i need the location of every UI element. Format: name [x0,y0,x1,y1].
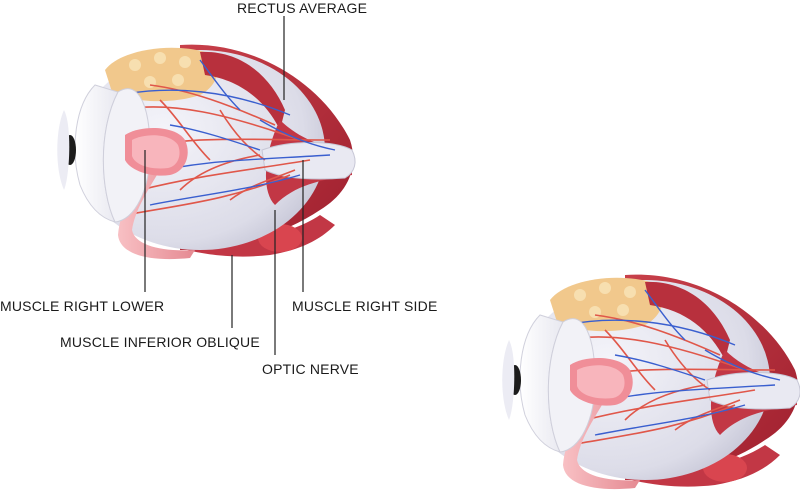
eye-illustration-secondary [502,275,800,490]
label-optic-nerve: OPTIC NERVE [262,361,359,377]
label-rectus-average: RECTUS AVERAGE [237,0,367,16]
eye-illustration-main [57,45,355,260]
label-muscle-right-lower: MUSCLE RIGHT LOWER [0,298,164,314]
label-muscle-right-side: MUSCLE RIGHT SIDE [292,298,438,314]
label-muscle-inferior-oblique: MUSCLE INFERIOR OBLIQUE [60,334,260,350]
